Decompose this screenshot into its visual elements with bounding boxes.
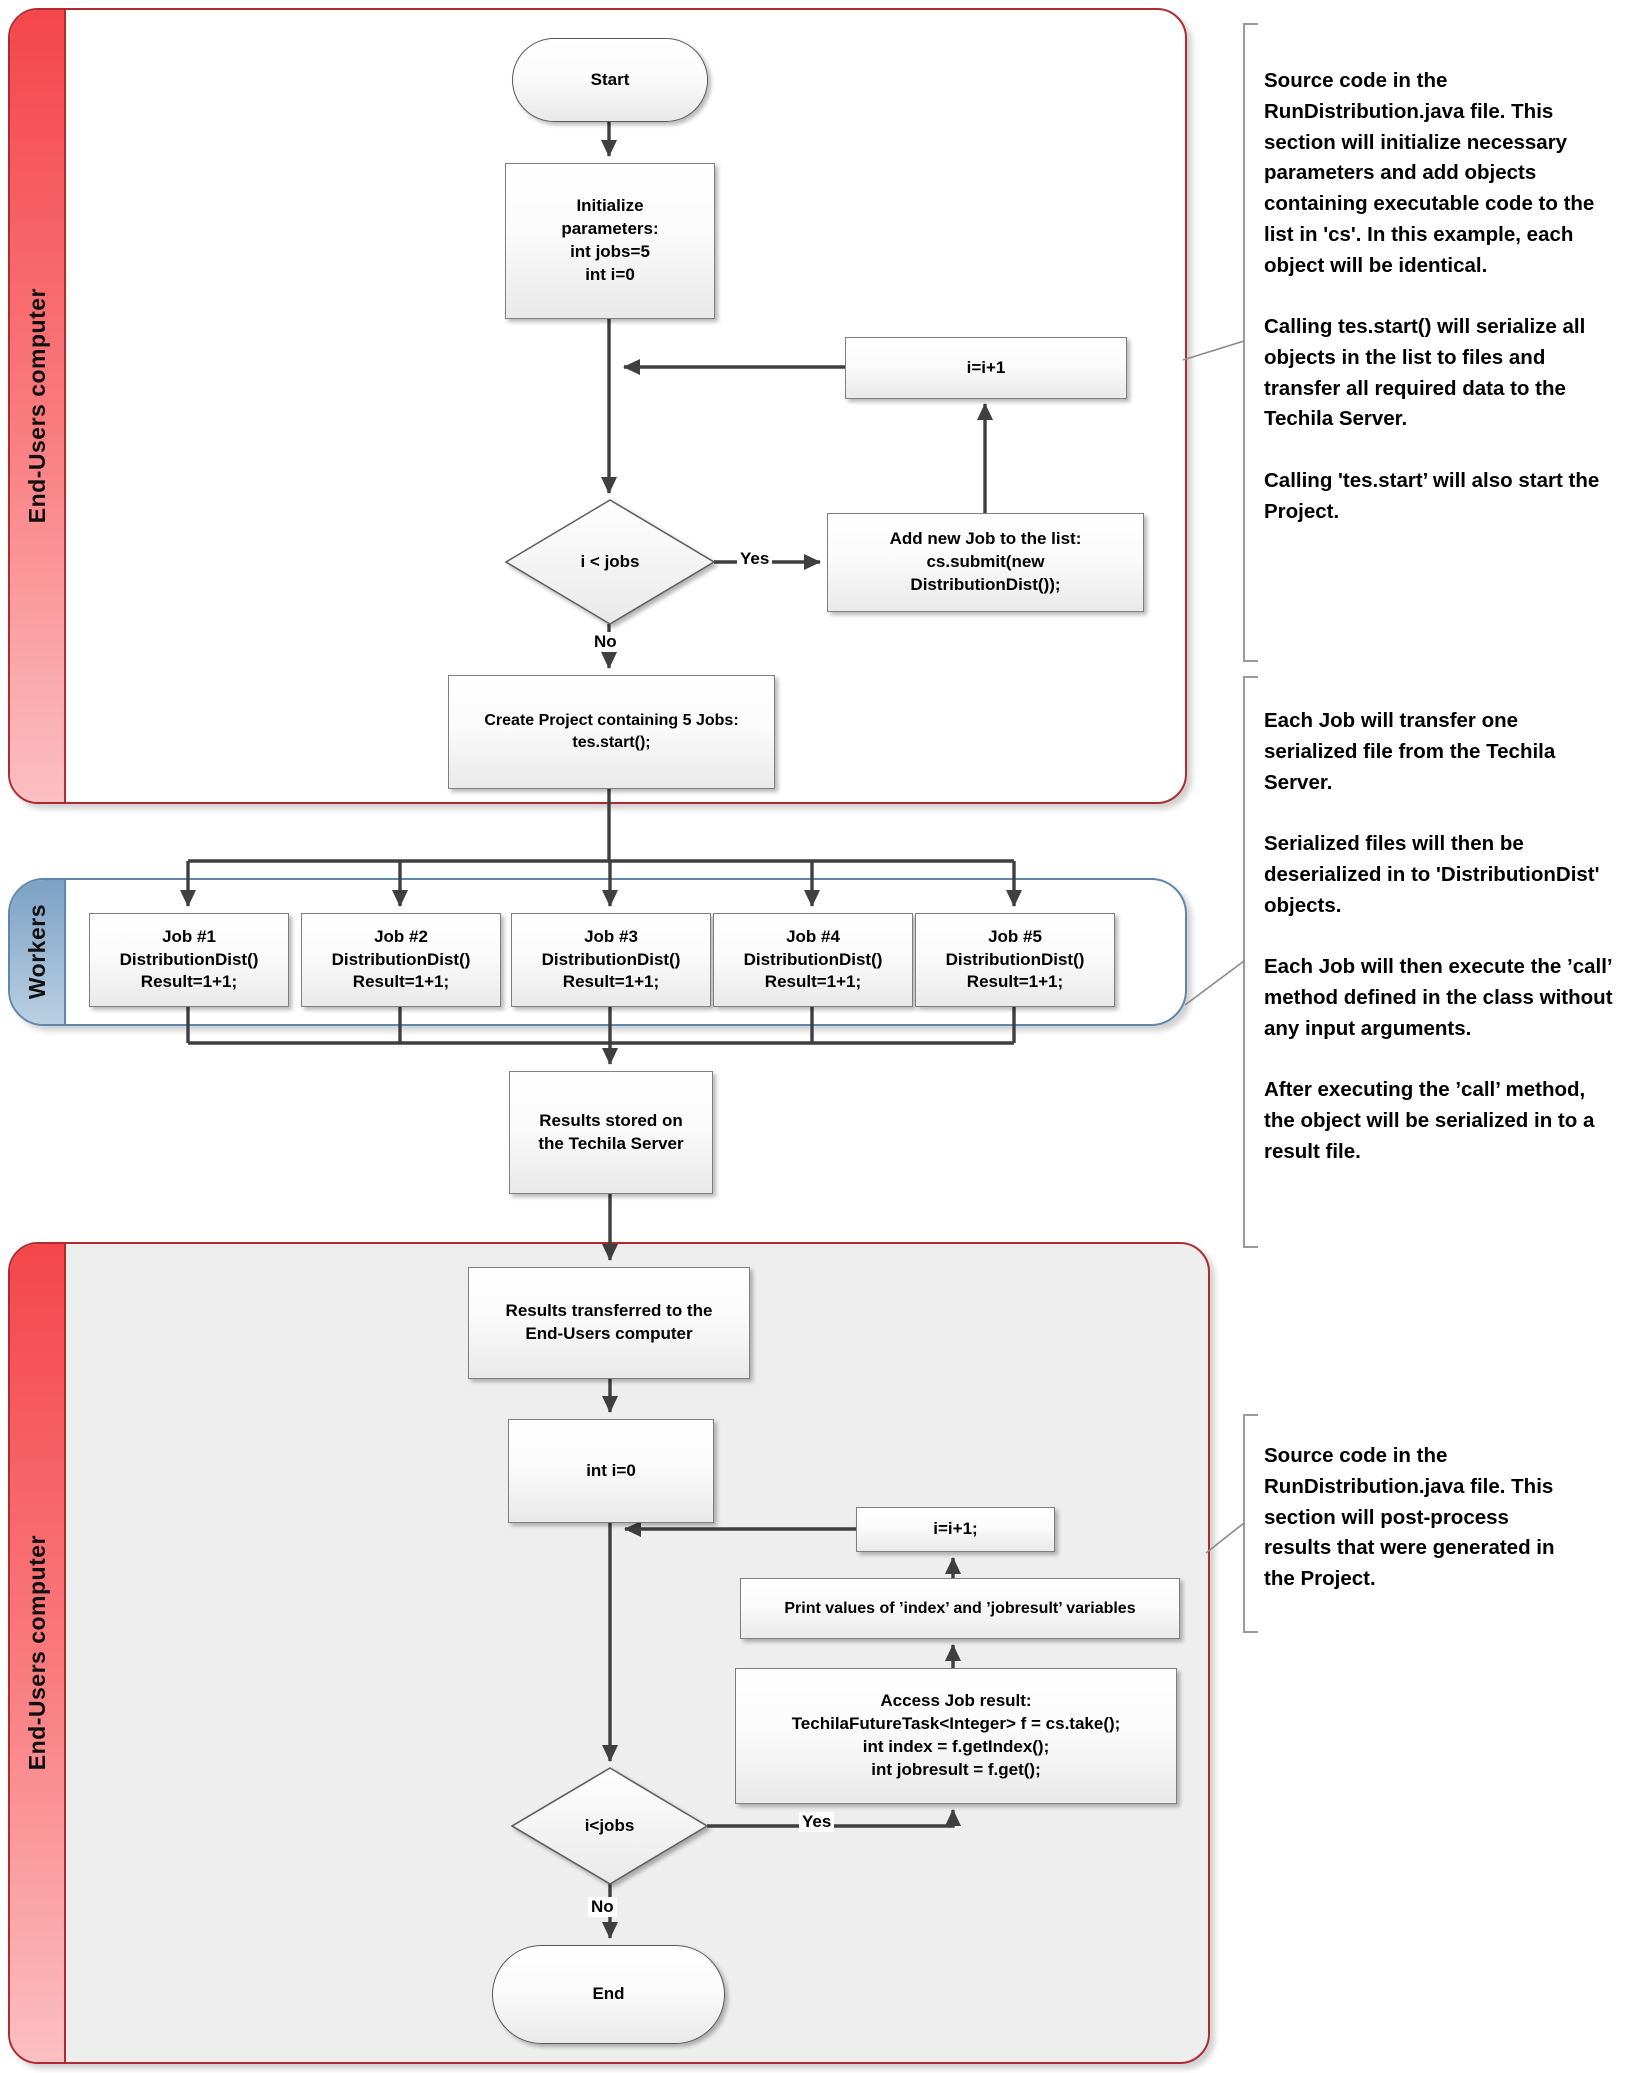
edge-label-yes-bottom: Yes [799,1812,835,1832]
annotation-job-execution: Each Job will transfer one serialized fi… [1264,709,1613,1163]
init-index-box: int i=0 [508,1419,714,1523]
lane-label-end-users-top: End-Users computer [23,288,50,524]
lane-label-end-users-bottom: End-Users computer [23,1535,50,1771]
end-terminal: End [492,1945,725,2044]
lane-label-workers: Workers [23,904,50,1000]
annotation-source-code-init: Source code in the RunDistribution.java … [1264,69,1600,523]
increment-i-bottom-box: i=i+1; [856,1507,1055,1552]
job-4-box: Job #4 DistributionDist() Result=1+1; [713,913,913,1007]
decision-top-label: i < jobs [580,552,640,571]
edge-label-no-bottom: No [588,1897,617,1917]
job-3-box: Job #3 DistributionDist() Result=1+1; [511,913,711,1007]
results-transferred-box: Results transferred to the End-Users com… [468,1267,750,1379]
job-5-box: Job #5 DistributionDist() Result=1+1; [915,913,1115,1007]
lane-label-strip-top: End-Users computer [10,10,66,802]
initialize-parameters-box: Initialize parameters: int jobs=5 int i=… [505,163,715,319]
lane-label-strip-workers: Workers [10,880,66,1024]
add-job-box: Add new Job to the list: cs.submit(new D… [827,513,1144,612]
access-job-result-box: Access Job result: TechilaFutureTask<Int… [735,1668,1177,1804]
create-project-box: Create Project containing 5 Jobs: tes.st… [448,675,775,789]
job-1-box: Job #1 DistributionDist() Result=1+1; [89,913,289,1007]
start-terminal: Start [512,38,708,122]
increment-i-top-box: i=i+1 [845,337,1127,399]
edge-label-yes-top: Yes [737,549,773,569]
lane-label-strip-bottom: End-Users computer [10,1244,66,2062]
results-stored-box: Results stored on the Techila Server [509,1071,713,1194]
edge-label-no-top: No [591,632,620,652]
print-values-box: Print values of ’index’ and ’jobresult’ … [740,1578,1180,1639]
job-2-box: Job #2 DistributionDist() Result=1+1; [301,913,501,1007]
decision-bottom-label: i<jobs [584,1816,635,1835]
annotation-post-process: Source code in the RunDistribution.java … [1264,1444,1555,1590]
